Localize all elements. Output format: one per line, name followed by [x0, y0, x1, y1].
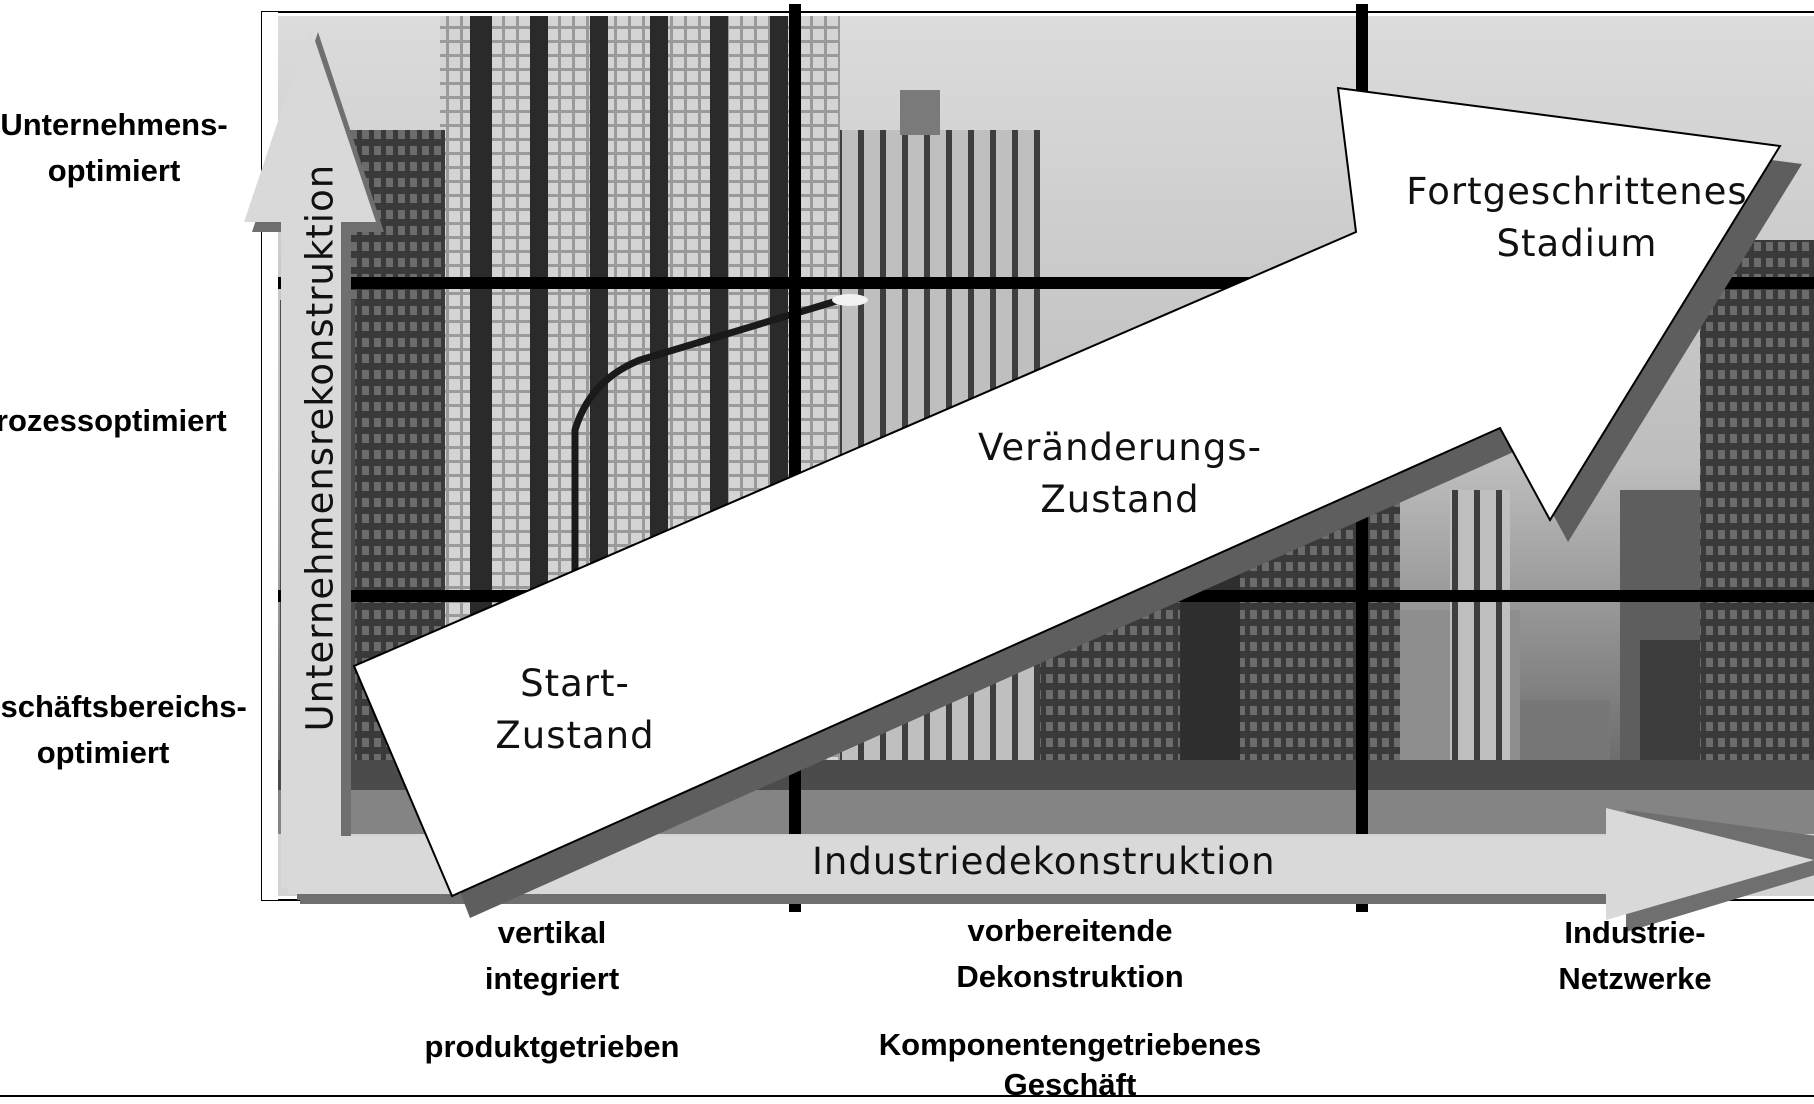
col-label-line: Netzwerke — [1558, 961, 1712, 996]
stage-change: Veränderungs- Zustand — [950, 422, 1290, 526]
col-label-line: vorbereitende — [967, 913, 1173, 948]
row-label-line: optimiert — [47, 153, 181, 188]
col-label-industry-networks: Industrie- Netzwerke — [1500, 910, 1770, 1002]
stage-label-line: Start- — [520, 662, 630, 705]
row-label-line: Prozessoptimiert — [0, 403, 227, 438]
stage-advanced: Fortgeschrittenes Stadium — [1392, 166, 1762, 270]
col-label-line: Geschäft — [1003, 1067, 1137, 1102]
x-axis-label: Industriedekonstruktion — [812, 840, 1276, 883]
row-label-process: Prozessoptimiert — [0, 398, 246, 444]
col-label-line: produktgetrieben — [424, 1029, 680, 1064]
row-label-business-unit: Geschäftsbereichs- optimiert — [0, 684, 258, 776]
col-label-preparatory: vorbereitende Dekonstruktion Komponenten… — [820, 908, 1320, 1104]
stage-start: Start- Zustand — [460, 658, 690, 762]
stage-label-line: Stadium — [1496, 222, 1658, 265]
col-label-line: integriert — [484, 961, 620, 996]
stage-label-line: Zustand — [495, 714, 655, 757]
stage-label-line: Fortgeschrittenes — [1406, 170, 1748, 213]
row-label-line: Geschäftsbereichs- — [0, 689, 247, 724]
y-axis-arrow — [244, 26, 384, 900]
progression-arrow — [352, 86, 1802, 918]
col-label-line: vertikal — [497, 915, 607, 950]
row-label-company: Unternehmens- optimiert — [0, 102, 248, 194]
x-axis-arrow — [288, 808, 1814, 932]
row-label-line: Unternehmens- — [0, 107, 228, 142]
col-label-line: Industrie- — [1564, 915, 1706, 950]
col-label-vertical: vertikal integriert produktgetrieben — [382, 910, 722, 1070]
row-label-line: optimiert — [36, 735, 170, 770]
col-label-line: Komponentengetriebenes — [878, 1027, 1262, 1062]
col-label-line: Dekonstruktion — [956, 959, 1184, 994]
stage-label-line: Veränderungs- — [977, 426, 1262, 469]
y-axis-label: Unternehmensrekonstruktion — [298, 163, 342, 732]
stage-label-line: Zustand — [1040, 478, 1200, 521]
